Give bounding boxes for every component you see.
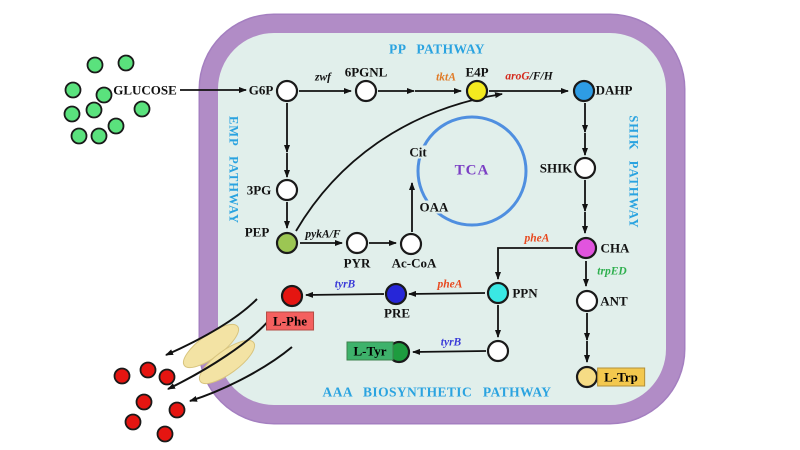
tyrb-enzyme-label-tyr: tyrB — [440, 336, 462, 349]
accoa-label: Ac-CoA — [391, 255, 437, 271]
ltrp-product-tag: L-Trp — [597, 367, 645, 387]
pyr-node — [345, 231, 369, 255]
arrow-export-1 — [165, 298, 258, 356]
ppn-node — [486, 281, 510, 305]
glucose-molecules — [63, 54, 151, 145]
e4p-label: E4P — [465, 64, 489, 80]
ant-node — [575, 289, 599, 313]
trped-enzyme-label: trpED — [597, 265, 627, 278]
glucose-label: GLUCOSE — [113, 82, 177, 98]
e4p-node — [465, 79, 489, 103]
g6p-node — [275, 79, 299, 103]
product-molecules — [113, 361, 186, 443]
phea-enzyme-label-cha: pheA — [524, 232, 550, 245]
ltyr-product-tag: L-Tyr — [346, 341, 394, 361]
zwf-enzyme-label: zwf — [315, 71, 331, 84]
ltrp-node — [575, 365, 599, 389]
accoa-node — [399, 232, 423, 256]
3pg-label: 3PG — [246, 182, 272, 198]
arrow-export-3 — [189, 346, 293, 402]
tca-label: TCA — [454, 162, 490, 179]
6pgnl-node — [354, 79, 378, 103]
ppn-label: PPN — [512, 285, 538, 301]
pykaf-enzyme-label: pykA/F — [305, 228, 341, 241]
arrow-pre-lphe — [305, 291, 385, 298]
emp-pathway-title: EMP PATHWAY — [226, 115, 241, 225]
arrow-cha-ppn — [495, 247, 573, 280]
shik-pathway-title: SHIK PATHWAY — [626, 115, 641, 229]
ant-label: ANT — [600, 293, 628, 309]
aaa-pathway-title: AAA BIOSYNTHETIC PATHWAY — [322, 384, 552, 400]
shik-node — [573, 156, 597, 180]
oaa-label: OAA — [417, 199, 451, 215]
6pgnl-label: 6PGNL — [344, 64, 388, 80]
pp-pathway-title: PP PATHWAY — [389, 41, 485, 57]
cit-label: Cit — [407, 144, 429, 160]
shik-label: SHIK — [539, 160, 573, 176]
g6p-label: G6P — [248, 82, 274, 98]
arrow-ppn-pre — [408, 290, 486, 297]
lphe-product-tag: L-Phe — [266, 311, 314, 331]
arrow-int-ltyr — [412, 348, 487, 355]
tkta-enzyme-label: tktA — [436, 71, 456, 84]
cha-node — [574, 236, 598, 260]
tyrb-enzyme-label-pre: tyrB — [334, 278, 356, 291]
arofh-part: /F/H — [529, 70, 553, 83]
arogfh-enzyme-label: aroG/F/H — [505, 71, 552, 83]
pep-node — [275, 231, 299, 255]
cha-label: CHA — [600, 240, 630, 256]
intermediate-node — [486, 339, 510, 363]
arog-part: aroG — [505, 70, 530, 83]
pep-label: PEP — [244, 224, 270, 240]
3pg-node — [275, 178, 299, 202]
arrow-export-2 — [167, 317, 272, 390]
pre-node — [384, 282, 408, 306]
lphe-node — [280, 284, 304, 308]
phea-enzyme-label-ppn: pheA — [437, 278, 463, 291]
metabolite-nodes — [275, 79, 599, 389]
tca-cycle-ring — [416, 115, 528, 227]
arrow-pep-daph-curve — [295, 92, 503, 232]
dahp-node — [572, 79, 596, 103]
pyr-label: PYR — [343, 255, 371, 271]
dahp-label: DAHP — [595, 82, 633, 98]
pre-label: PRE — [384, 305, 410, 321]
pathway-arrows — [165, 87, 590, 402]
